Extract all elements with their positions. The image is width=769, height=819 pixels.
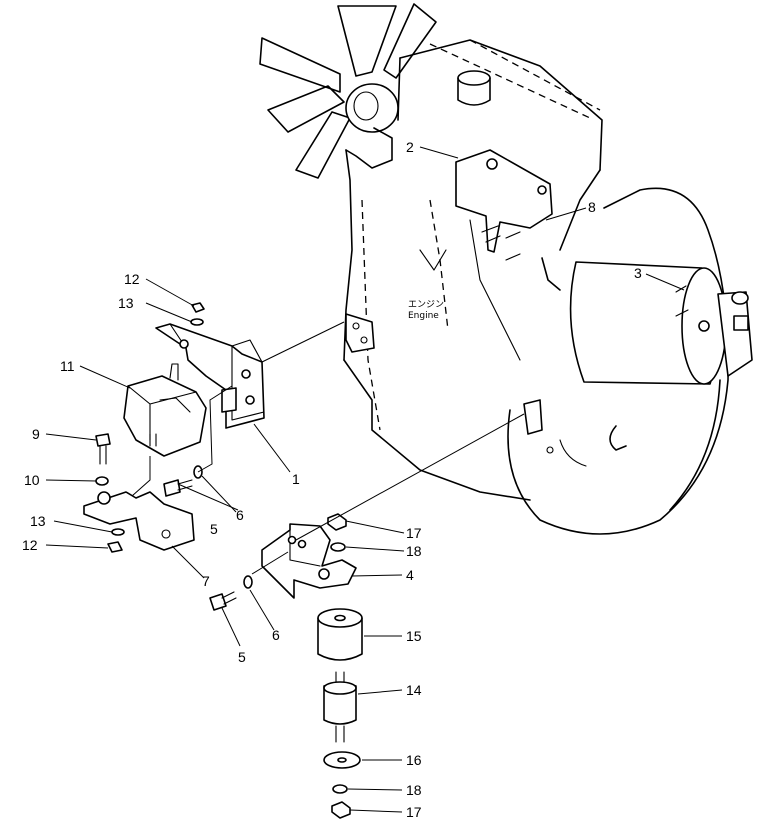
- part-11-rubber-mount: [123, 363, 207, 457]
- callout-13-lower: 13: [30, 513, 46, 529]
- bolt-5-upper: [163, 479, 181, 497]
- callout-8: 8: [588, 199, 596, 215]
- bolt-9: [95, 433, 111, 447]
- callout-17-upper: 17: [406, 525, 422, 541]
- callout-11: 11: [60, 358, 75, 374]
- callout-2: 2: [406, 139, 414, 155]
- callout-numbers: 2 8 3 12 13 11 9 10 1 5 6 13 12 7 17 18 …: [22, 139, 642, 819]
- callout-5-upper: 5: [210, 521, 218, 537]
- callout-10: 10: [24, 472, 40, 488]
- callout-leaders: [45, 146, 685, 813]
- nut-12-lower: [107, 541, 123, 553]
- fan-blade-bottom: [295, 111, 351, 179]
- callout-4: 4: [406, 567, 414, 583]
- callout-12-upper: 12: [124, 271, 140, 287]
- callout-1: 1: [292, 471, 300, 487]
- fan-blade-left: [259, 37, 341, 93]
- callout-3: 3: [634, 265, 642, 281]
- engine-label-english: Engine: [408, 311, 439, 321]
- washer-18-upper: [330, 542, 346, 552]
- bolt-5-lower: [209, 593, 227, 611]
- part-4-rear-bracket: [261, 523, 357, 599]
- hardware-left: [95, 302, 205, 553]
- washer-13-lower: [111, 528, 125, 536]
- nut-12-upper: [191, 302, 205, 313]
- callout-17-lower: 17: [406, 804, 422, 819]
- part-3-air-cleaner: [541, 257, 753, 385]
- rear-mount-pad: [523, 399, 543, 435]
- washer-6-lower: [243, 575, 253, 589]
- nut-17-upper: [327, 513, 347, 531]
- callout-14: 14: [406, 682, 422, 698]
- front-mount-pad: [345, 313, 375, 353]
- fan-blade-lower-left: [267, 85, 345, 133]
- flywheel-housing: [507, 187, 729, 535]
- engine-label-japanese: エンジン: [408, 300, 444, 310]
- callout-6-upper: 6: [236, 507, 244, 523]
- nut-17-lower: [331, 801, 351, 819]
- fan-blade-top: [337, 5, 397, 77]
- callout-18-lower: 18: [406, 782, 422, 798]
- fan-blade-right: [383, 3, 437, 79]
- callout-16: 16: [406, 752, 422, 768]
- callout-13-upper: 13: [118, 295, 134, 311]
- part-2-engine-bracket: [455, 149, 553, 261]
- part-1-mount-bracket: [155, 323, 265, 429]
- washer-10: [95, 476, 109, 486]
- callout-7: 7: [202, 573, 210, 589]
- callout-12-lower: 12: [22, 537, 38, 553]
- engine-block: [259, 3, 729, 535]
- washer-13-upper: [190, 318, 204, 326]
- callout-9: 9: [32, 426, 40, 442]
- callout-15: 15: [406, 628, 422, 644]
- part-15-cushion: [317, 608, 363, 661]
- washer-18-lower: [332, 784, 348, 794]
- callout-5-lower: 5: [238, 649, 246, 665]
- assembly-lines: [131, 321, 525, 575]
- part-7-clamp: [83, 491, 195, 551]
- callout-6-lower: 6: [272, 627, 280, 643]
- callout-18-upper: 18: [406, 543, 422, 559]
- part-14-stud-mount: [323, 671, 357, 743]
- oil-filler-cap: [457, 70, 491, 86]
